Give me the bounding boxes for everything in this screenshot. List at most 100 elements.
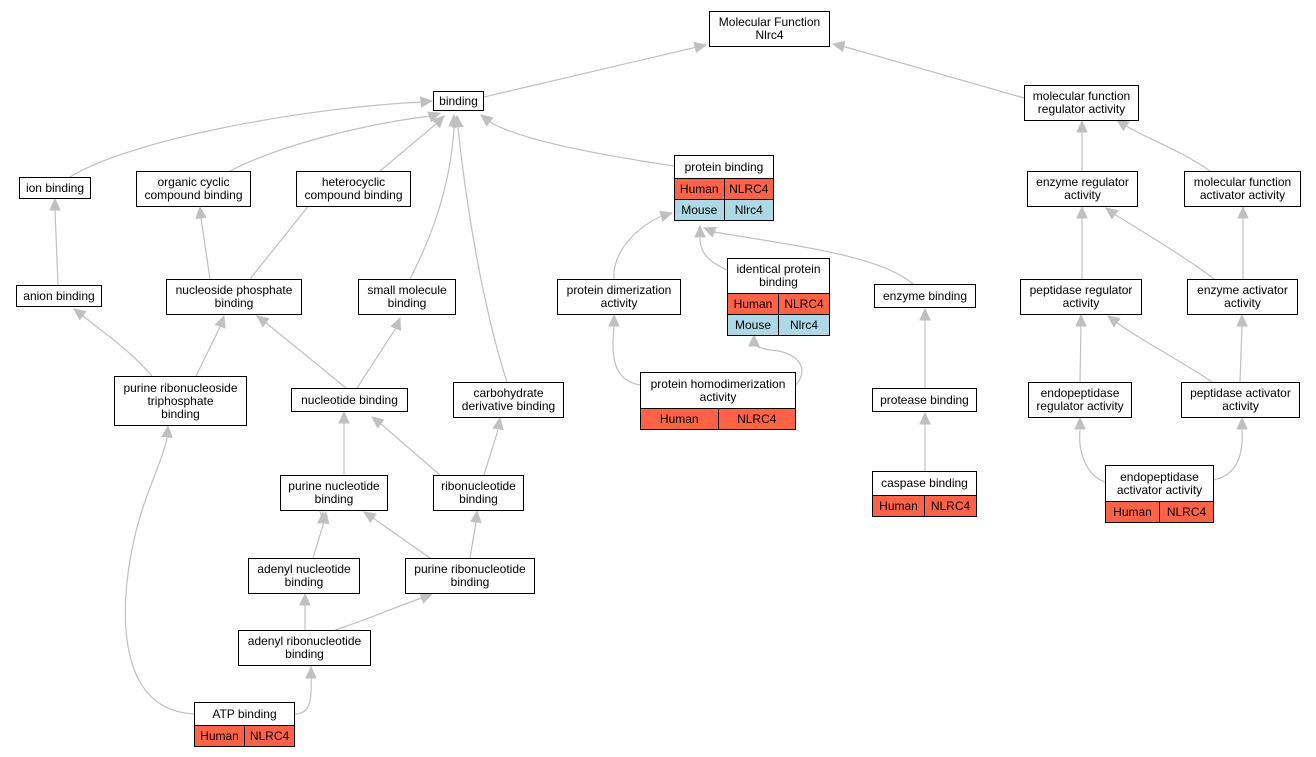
go-term-label: ATP binding — [212, 706, 277, 721]
edge-line — [489, 121, 675, 167]
edge-arrowhead — [195, 205, 207, 219]
go-term-enzyme-activator[interactable]: enzyme activator activity — [1187, 279, 1298, 315]
edge-line — [229, 115, 433, 172]
edge-arrowhead — [702, 226, 717, 238]
edge-line — [713, 231, 914, 285]
gene-label: NLRC4 — [1159, 502, 1213, 522]
go-term-label: ion binding — [25, 180, 85, 195]
go-term-ribonucleotide[interactable]: ribonucleotide binding — [433, 475, 524, 511]
go-term-mf-root[interactable]: Molecular Function Nlrc4 — [709, 11, 830, 47]
edge-arrowhead — [371, 416, 385, 429]
go-term-label: endopeptidase activator activity — [1116, 469, 1203, 497]
go-term-label: small molecule binding — [367, 283, 447, 310]
go-term-nucleoside-phosphate[interactable]: nucleoside phosphate binding — [166, 279, 302, 315]
species-label: Human — [879, 498, 918, 513]
go-term-label: protein homodimerization activity — [650, 376, 786, 404]
edge-arrowhead — [1237, 205, 1249, 219]
go-term-label: protein dimerization activity — [566, 283, 672, 310]
edge-line — [1239, 325, 1243, 383]
edge-line — [264, 321, 347, 389]
go-term-anion-binding[interactable]: anion binding — [16, 285, 102, 307]
edge-arrowhead — [693, 41, 708, 54]
go-term-protease-binding[interactable]: protease binding — [872, 388, 977, 412]
edge-line — [334, 597, 423, 631]
edge-arrowhead — [338, 410, 350, 424]
edge-arrowhead — [608, 313, 620, 327]
gene-label: NLRC4 — [244, 726, 294, 746]
edge-line — [81, 314, 153, 377]
edge-line — [699, 237, 728, 271]
go-term-nucleotide-binding[interactable]: nucleotide binding — [291, 388, 408, 412]
edge-line — [457, 127, 508, 383]
edge-line — [124, 437, 195, 715]
edge-arrowhead — [1076, 205, 1088, 219]
edge-arrowhead — [492, 416, 504, 431]
edge-line — [379, 123, 437, 172]
edge-line — [1125, 125, 1211, 172]
annotation-row-human: Human NLRC4 — [195, 725, 294, 746]
go-term-label: purine ribonucleotide binding — [414, 562, 526, 589]
go-term-label: purine nucleotide binding — [288, 479, 380, 506]
go-term-mf-regulator[interactable]: molecular function regulator activity — [1024, 85, 1139, 121]
go-term-label: adenyl ribonucleotide binding — [247, 634, 362, 661]
go-term-ion-binding[interactable]: ion binding — [19, 177, 91, 199]
edge-arrowhead — [318, 510, 330, 525]
edge-line — [200, 217, 211, 280]
edge-line — [1212, 429, 1243, 481]
go-term-peptidase-activator[interactable]: peptidase activator activity — [1181, 382, 1300, 418]
edge-line — [483, 46, 698, 98]
edge-line — [372, 517, 431, 559]
edge-arrowhead — [748, 333, 760, 347]
go-term-binding[interactable]: binding — [433, 91, 484, 111]
edge-line — [356, 327, 397, 389]
go-term-label: enzyme regulator activity — [1036, 175, 1129, 202]
edge-line — [612, 325, 641, 386]
edge-arrowhead — [1075, 313, 1087, 327]
edge-arrowhead — [161, 424, 173, 438]
edge-line — [54, 209, 59, 286]
go-term-carbohydrate-derivative[interactable]: carbohydrate derivative binding — [453, 382, 564, 418]
go-term-organic-cyclic[interactable]: organic cyclic compound binding — [136, 171, 251, 207]
go-term-purine-rntp[interactable]: purine ribonucleoside triphosphate bindi… — [114, 376, 247, 426]
edge-line — [409, 127, 455, 280]
go-term-heterocyclic[interactable]: heterocyclic compound binding — [296, 171, 411, 207]
go-term-label: identical protein binding — [736, 262, 821, 289]
go-term-peptidase-regulator[interactable]: peptidase regulator activity — [1020, 279, 1142, 315]
edge-arrowhead — [419, 592, 434, 604]
go-term-protein-dimerization[interactable]: protein dimerization activity — [557, 279, 681, 315]
go-term-label: molecular function activator activity — [1193, 175, 1292, 202]
edge-line — [69, 101, 423, 178]
edge-arrowhead — [480, 114, 494, 127]
edge-arrowhead — [1107, 315, 1121, 328]
go-term-endopeptidase-regulator[interactable]: endopeptidase regulator activity — [1028, 382, 1132, 418]
go-term-small-molecule[interactable]: small molecule binding — [358, 279, 456, 315]
go-term-adenyl-ribonucleotide[interactable]: adenyl ribonucleotide binding — [238, 630, 371, 666]
edge-arrowhead — [299, 592, 311, 606]
edge-arrowhead — [919, 307, 931, 321]
edge-arrowhead — [49, 197, 61, 211]
go-term-adenyl-nucleotide[interactable]: adenyl nucleotide binding — [248, 558, 360, 594]
edge-line — [1115, 321, 1213, 383]
edge-arrowhead — [919, 411, 931, 425]
go-term-enzyme-binding[interactable]: enzyme binding — [874, 284, 976, 308]
edge-line — [469, 521, 477, 559]
go-term-label: nucleotide binding — [301, 392, 398, 407]
go-term-mf-activator[interactable]: molecular function activator activity — [1184, 171, 1301, 207]
edge-arrowhead — [362, 511, 377, 524]
go-term-enzyme-regulator[interactable]: enzyme regulator activity — [1027, 171, 1138, 207]
gene-label: NLRC4 — [778, 294, 829, 314]
go-term-purine-nucleotide[interactable]: purine nucleotide binding — [280, 475, 388, 511]
species-label: Human — [200, 728, 239, 743]
go-term-purine-ribonucleotide[interactable]: purine ribonucleotide binding — [405, 558, 535, 594]
go-term-label: adenyl nucleotide binding — [257, 562, 351, 589]
